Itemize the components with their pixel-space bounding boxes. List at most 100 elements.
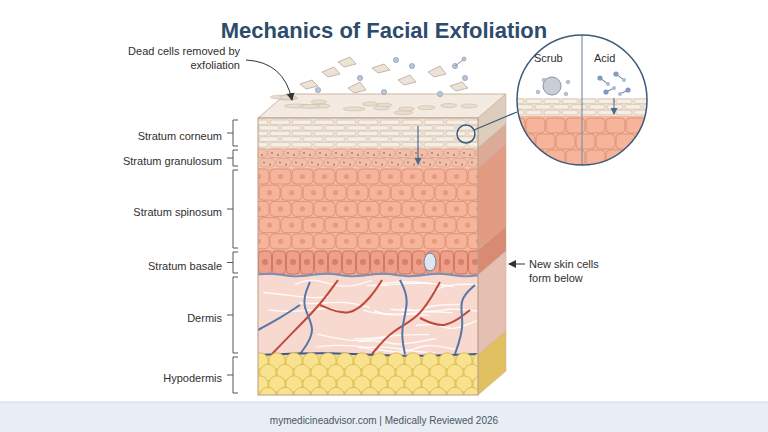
basal-cell [371, 251, 384, 274]
vein [300, 282, 312, 354]
granule [309, 154, 311, 156]
spinosum-cell [391, 185, 412, 200]
nucleus [360, 259, 366, 265]
corneum-cell [380, 131, 400, 136]
nucleus [311, 190, 316, 195]
fat-cell [379, 387, 395, 395]
particle [393, 57, 398, 62]
inset-cell [546, 118, 565, 133]
layer-bracket [227, 170, 238, 248]
surface-flake [418, 106, 436, 110]
nucleus [399, 223, 404, 228]
granule [277, 154, 279, 156]
dead-cell-flake [300, 80, 318, 89]
granule [423, 162, 425, 164]
corneum-cell [303, 126, 323, 131]
leader-arrow [509, 264, 525, 265]
spinosum-cell [402, 201, 423, 216]
basal-cell [455, 251, 468, 274]
nucleus [290, 259, 296, 265]
granule [405, 154, 407, 156]
granule [357, 154, 359, 156]
granule [261, 154, 263, 156]
granulosum-cell [412, 149, 427, 158]
spinosum-cell [468, 234, 478, 249]
nucleus [278, 174, 283, 179]
nucleus [300, 239, 305, 244]
layer-label-wrap: Stratum basale [22, 256, 222, 274]
spinosum-cell [468, 169, 478, 184]
spinosum-cell [270, 234, 291, 249]
nucleus [267, 223, 272, 228]
spinosum-cell [292, 234, 313, 249]
dead-cell-flake [322, 67, 340, 77]
corneum-cell [358, 131, 378, 136]
granule [349, 164, 351, 166]
fat-cell [277, 387, 293, 395]
granulosum-cell [348, 149, 363, 158]
nucleus [465, 223, 470, 228]
nucleus [410, 206, 415, 211]
spinosum-cell [435, 218, 456, 233]
inset-cell [536, 134, 555, 149]
granule [399, 152, 401, 154]
nucleus [344, 239, 349, 244]
layer-label-wrap: Stratum granulosum [22, 151, 222, 169]
spinosum-cell [369, 185, 390, 200]
dead-cell-flake [398, 75, 416, 85]
nucleus [262, 259, 268, 265]
fat-cell [345, 387, 361, 395]
layer-label: Hypodermis [163, 371, 222, 385]
collagen-fiber [367, 283, 432, 285]
title-wrap: Mechanics of Facial Exfoliation [0, 18, 768, 44]
granule [293, 154, 295, 156]
spinosum-cell [281, 185, 302, 200]
inset-flat-cell [517, 105, 533, 110]
inset-cell [596, 134, 615, 149]
nucleus [300, 206, 305, 211]
nucleus [377, 190, 382, 195]
nucleus [432, 206, 437, 211]
basal-cell [315, 251, 328, 274]
nucleus [416, 259, 422, 265]
layer-label: Dermis [187, 311, 222, 325]
granule [461, 164, 463, 166]
spinosum-cell [314, 169, 335, 184]
inset-cell [526, 118, 545, 133]
layer-label-wrap: Hypodermis [22, 368, 222, 386]
granulosum-cell [324, 159, 339, 168]
corneum-cell [380, 120, 400, 125]
spinosum-cell [413, 218, 434, 233]
granule [397, 164, 399, 166]
corneum-cell [292, 131, 312, 136]
layer-band [258, 168, 478, 250]
inset-flat-cell [607, 105, 623, 110]
acid-atom [625, 87, 630, 92]
inset-flat-cell [544, 110, 560, 115]
corneum-cell [435, 126, 455, 131]
nucleus [458, 259, 464, 265]
nucleus [278, 206, 283, 211]
granule [463, 152, 465, 154]
layer-bracket [227, 277, 238, 353]
nucleus [454, 239, 459, 244]
spinosum-cell [347, 185, 368, 200]
spinosum-cell [446, 234, 467, 249]
inset-cell [586, 150, 605, 165]
nucleus [410, 174, 415, 179]
granule [359, 162, 361, 164]
surface-flake [441, 104, 457, 108]
inset-flat-cell [616, 110, 632, 115]
spinosum-cell [369, 218, 390, 233]
molecule-bond [455, 60, 463, 66]
granule [285, 164, 287, 166]
surface-flake [461, 104, 477, 108]
nucleus [366, 206, 371, 211]
granulosum-cell [444, 149, 459, 158]
granulosum-cell [396, 149, 411, 158]
zoom-leader [474, 112, 517, 130]
spinosum-cell [292, 201, 313, 216]
basal-cell [399, 251, 412, 274]
granulosum-cell [364, 149, 379, 158]
corneum-cell [446, 120, 466, 125]
